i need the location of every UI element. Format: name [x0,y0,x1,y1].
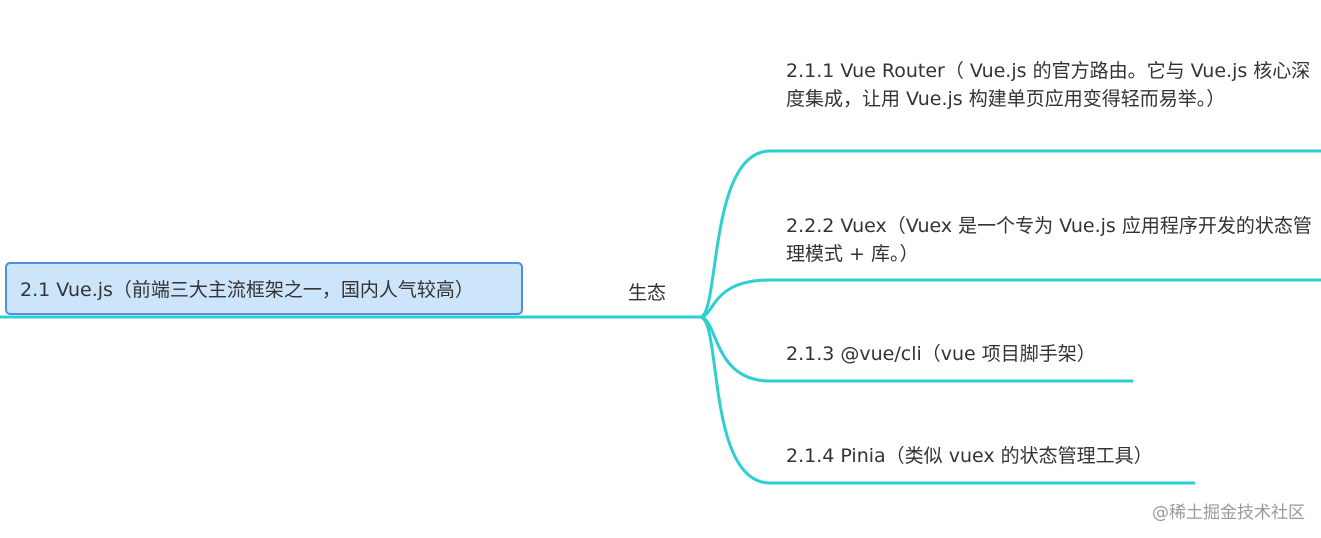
leaf-connector-1 [699,278,1321,319]
leaf-node-vue-router[interactable]: 2.1.1 Vue Router（ Vue.js 的官方路由。它与 Vue.js… [786,60,1311,110]
root-node-label: 2.1 Vue.js（前端三大主流框架之一，国内人气较高） [20,279,474,301]
leaf-connector-3 [699,315,1195,485]
root-node[interactable]: 2.1 Vue.js（前端三大主流框架之一，国内人气较高） [5,262,523,315]
watermark: @稀土掘金技术社区 [1152,503,1305,523]
leaf-node-vue-cli[interactable]: 2.1.3 @vue/cli（vue 项目脚手架） [786,343,1096,365]
branch-label[interactable]: 生态 [628,282,667,304]
leaf-node-vuex[interactable]: 2.2.2 Vuex（Vuex 是一个专为 Vue.js 应用程序开发的状态管理… [786,215,1312,265]
leaf-connector-0 [699,149,1321,319]
leaf-node-pinia[interactable]: 2.1.4 Pinia（类似 vuex 的状态管理工具） [786,445,1153,467]
